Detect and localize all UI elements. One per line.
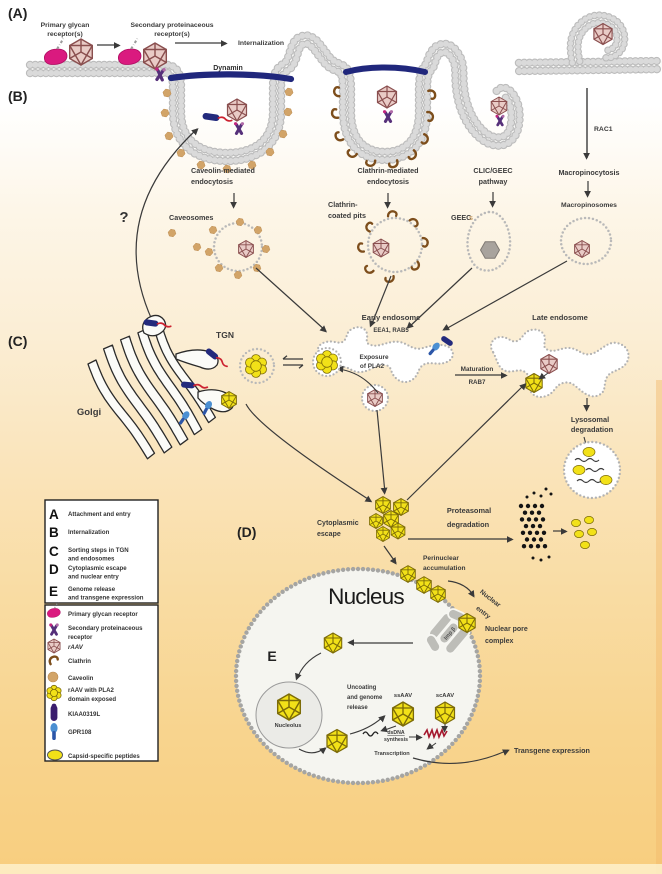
svg-text:Lysosomal: Lysosomal <box>571 415 609 424</box>
svg-text:and endosomes: and endosomes <box>68 556 115 563</box>
svg-text:A: A <box>49 507 59 522</box>
svg-text:release: release <box>347 705 368 711</box>
svg-text:Primary glycan: Primary glycan <box>41 22 90 29</box>
svg-text:C: C <box>49 544 59 559</box>
svg-text:Dynamin: Dynamin <box>213 65 243 72</box>
svg-text:Nuclear pore: Nuclear pore <box>485 626 528 633</box>
svg-text:Sorting steps in TGN: Sorting steps in TGN <box>68 547 129 554</box>
svg-text:rAAV with PLA2: rAAV with PLA2 <box>68 687 115 694</box>
svg-text:Secondary proteinaceous: Secondary proteinaceous <box>130 22 213 29</box>
svg-text:receptor: receptor <box>68 634 93 641</box>
svg-text:dsDNA: dsDNA <box>387 730 405 736</box>
svg-text:Uncoating: Uncoating <box>347 685 377 691</box>
svg-text:complex: complex <box>485 638 514 645</box>
svg-text:Early endosome: Early endosome <box>362 313 421 322</box>
svg-text:Genome release: Genome release <box>68 586 116 593</box>
svg-text:degradation: degradation <box>447 520 490 529</box>
svg-text:Capsid-specific peptides: Capsid-specific peptides <box>68 753 140 760</box>
svg-text:EEA1, RAB5: EEA1, RAB5 <box>373 328 409 334</box>
svg-text:Clathrin-mediated: Clathrin-mediated <box>357 166 418 175</box>
svg-text:B: B <box>49 525 59 540</box>
svg-text:E: E <box>49 584 58 599</box>
svg-text:Golgi: Golgi <box>77 407 101 418</box>
svg-text:degradation: degradation <box>571 425 614 434</box>
svg-text:E: E <box>267 648 276 664</box>
svg-text:Transcription: Transcription <box>374 751 410 757</box>
svg-text:(C): (C) <box>8 333 27 349</box>
svg-text:?: ? <box>119 209 128 226</box>
svg-text:Internalization: Internalization <box>68 529 110 536</box>
svg-text:domain exposed: domain exposed <box>68 696 116 703</box>
svg-text:coated pits: coated pits <box>328 211 366 220</box>
svg-text:synthesis: synthesis <box>384 737 408 743</box>
svg-text:Macropinosomes: Macropinosomes <box>561 202 617 209</box>
svg-text:and transgene expression: and transgene expression <box>68 595 144 602</box>
svg-text:KIAA0319L: KIAA0319L <box>68 711 100 718</box>
svg-text:pathway: pathway <box>479 177 508 186</box>
svg-text:Nucleolus: Nucleolus <box>275 723 302 729</box>
svg-text:Transgene expression: Transgene expression <box>514 746 590 755</box>
svg-text:Late endosome: Late endosome <box>532 313 588 322</box>
svg-text:accumulation: accumulation <box>423 565 466 572</box>
svg-text:RAB7: RAB7 <box>469 379 486 386</box>
svg-text:Caveolin-mediated: Caveolin-mediated <box>191 166 255 175</box>
svg-text:Attachment and entry: Attachment and entry <box>68 511 131 518</box>
svg-text:Internalization: Internalization <box>238 40 284 47</box>
svg-text:D: D <box>49 562 59 577</box>
svg-text:scAAV: scAAV <box>436 693 454 699</box>
svg-text:Nucleus: Nucleus <box>328 584 404 609</box>
svg-text:and genome: and genome <box>347 695 383 701</box>
svg-text:escape: escape <box>317 531 341 538</box>
svg-text:and nuclear entry: and nuclear entry <box>68 574 119 581</box>
svg-text:Macropinocytosis: Macropinocytosis <box>558 168 619 177</box>
svg-text:(B): (B) <box>8 88 27 104</box>
svg-text:TGN: TGN <box>216 330 234 340</box>
svg-text:Cytoplasmic escape: Cytoplasmic escape <box>68 565 127 572</box>
svg-text:receptor(s): receptor(s) <box>47 31 83 38</box>
svg-text:Caveolin: Caveolin <box>68 675 94 682</box>
svg-text:endocytosis: endocytosis <box>367 177 409 186</box>
svg-text:Clathrin-: Clathrin- <box>328 200 358 209</box>
svg-text:Proteasomal: Proteasomal <box>447 506 491 515</box>
svg-text:of PLA2: of PLA2 <box>360 363 385 370</box>
svg-text:Cytoplasmic: Cytoplasmic <box>317 520 359 527</box>
svg-text:RAC1: RAC1 <box>594 126 613 133</box>
svg-text:ssAAV: ssAAV <box>394 693 412 699</box>
svg-text:GEEC: GEEC <box>451 213 471 222</box>
svg-text:Perinuclear: Perinuclear <box>423 555 459 562</box>
svg-text:Secondary proteinaceous: Secondary proteinaceous <box>68 625 143 632</box>
svg-text:(A): (A) <box>8 5 27 21</box>
svg-text:endocytosis: endocytosis <box>191 177 233 186</box>
svg-text:receptor(s): receptor(s) <box>154 31 190 38</box>
svg-text:s: s <box>469 213 473 222</box>
svg-text:Caveosomes: Caveosomes <box>169 213 213 222</box>
svg-text:GPR108: GPR108 <box>68 729 92 736</box>
svg-text:(D): (D) <box>237 524 256 540</box>
svg-text:CLIC/GEEC: CLIC/GEEC <box>473 166 512 175</box>
svg-text:Clathrin: Clathrin <box>68 658 91 665</box>
svg-text:Exposure: Exposure <box>359 354 389 361</box>
svg-text:rAAV: rAAV <box>68 644 84 651</box>
svg-text:Primary glycan receptor: Primary glycan receptor <box>68 611 138 618</box>
svg-text:Maturation: Maturation <box>461 366 494 373</box>
